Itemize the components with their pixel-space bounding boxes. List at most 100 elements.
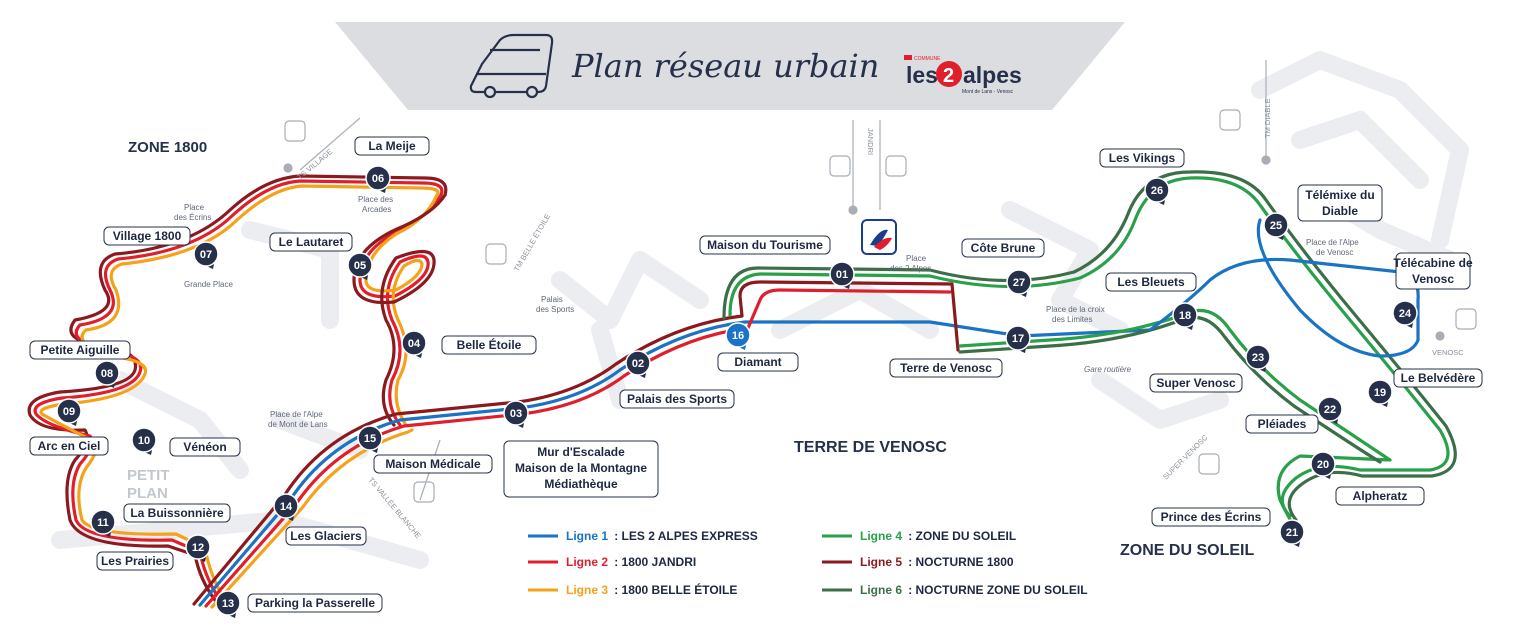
stop-label-box (1149, 373, 1243, 393)
stop-marker[interactable] (131, 427, 157, 453)
stop-marker[interactable] (725, 322, 751, 348)
stop-marker[interactable] (1367, 379, 1393, 405)
les2alpes-logo: COMMUNE les 2 alpes Mont de Lans - Venos… (904, 55, 1022, 95)
place-label: Place de l'Alpe (270, 410, 323, 419)
legend-route-name: : LES 2 ALPES EXPRESS (614, 529, 758, 543)
title-banner: Plan réseau urbain COMMUNE les 2 alpes M… (335, 22, 1125, 110)
legend-line-name: Ligne 3 (566, 583, 608, 597)
place-label: de Mont de Lans (268, 420, 328, 429)
gondola-icon (1198, 453, 1220, 475)
legend-line-name: Ligne 2 (566, 555, 608, 569)
bus-icon (469, 33, 554, 99)
stop-marker[interactable] (94, 360, 120, 386)
stop-marker[interactable] (503, 400, 529, 426)
stop-name: Les Vikings (1109, 151, 1176, 165)
stop-name: Village 1800 (113, 229, 182, 243)
stop-name: La Meije (368, 139, 416, 153)
stop-number: 24 (1399, 308, 1412, 320)
stop-number: 11 (97, 517, 109, 529)
stop-number: 23 (1252, 352, 1264, 364)
stop-label-box (354, 136, 430, 156)
stop-label-box (699, 235, 831, 255)
stop-label-box (1105, 272, 1197, 292)
stop-marker[interactable] (1279, 519, 1305, 545)
background-streets (51, 51, 1469, 569)
place-label: Place de l'Alpe (1306, 238, 1359, 247)
stop-label-box (373, 454, 493, 474)
stop-name: Médiathèque (544, 477, 618, 491)
stop-marker[interactable] (625, 350, 651, 376)
stop-number: 15 (364, 433, 376, 445)
banner-title: Plan réseau urbain (571, 47, 879, 85)
place-label: Gare routière (1084, 365, 1132, 374)
stop-marker[interactable] (365, 165, 391, 191)
stop-marker[interactable] (829, 261, 855, 287)
stop-marker[interactable] (1317, 396, 1343, 422)
route-line-3-zig (364, 193, 439, 427)
stop-label-box (269, 232, 353, 252)
route-lines (27, 170, 1457, 609)
place-label: des 2 Alpes (890, 264, 931, 273)
stop-name: Palais des Sports (627, 392, 727, 406)
stop-name: Arc en Ciel (38, 439, 101, 453)
stop-marker[interactable] (347, 252, 373, 278)
stop-marker[interactable] (1245, 344, 1271, 370)
chairlift-icon (413, 481, 435, 503)
stop-marker[interactable] (357, 425, 383, 451)
place-label: Place de la croix (1046, 305, 1105, 314)
stop-number: 25 (1270, 220, 1282, 232)
stop-marker[interactable] (1144, 177, 1170, 203)
stop-marker[interactable] (215, 590, 241, 616)
stop-marker[interactable] (56, 398, 82, 424)
chairlift-icon (284, 120, 306, 142)
zone-title-terre-de-venosc: TERRE DE VENOSC (794, 439, 947, 456)
route-line-1-trunk (198, 320, 1152, 607)
tourist-office-logo (861, 219, 897, 255)
logo-2: 2 (943, 65, 954, 87)
stop-name: Terre de Venosc (900, 361, 992, 375)
stop-number: 05 (354, 260, 366, 272)
place-label: des Écrins (174, 213, 211, 222)
stop-name: Super Venosc (1156, 376, 1236, 390)
stop-number: 18 (1179, 310, 1191, 322)
lift-label-tm-diable: TM DIABLE (1263, 98, 1272, 138)
stop-name: Mur d'Escalade (537, 445, 625, 459)
zone-title-petit-plan: PETIT (127, 467, 170, 484)
stop-marker[interactable] (193, 241, 219, 267)
lift-label-jandri: JANDRI (866, 128, 875, 155)
place-label: Grande Place (184, 280, 233, 289)
place-label: des Limites (1052, 315, 1092, 324)
stop-name: Maison Médicale (385, 457, 481, 471)
stop-label-box (123, 503, 231, 523)
stop-marker[interactable] (273, 493, 299, 519)
stop-marker[interactable] (1172, 302, 1198, 328)
chairlift-icon (485, 243, 507, 265)
place-label: Palais (541, 295, 563, 304)
stop-marker[interactable] (1005, 325, 1031, 351)
place-label: Place (906, 254, 927, 263)
stop-marker[interactable] (1263, 212, 1289, 238)
stop-name: Les Glaciers (290, 529, 362, 543)
stop-name: La Buissonnière (130, 506, 224, 520)
lift-icons (283, 60, 1477, 503)
stop-marker[interactable] (401, 330, 427, 356)
stop-label-box (717, 352, 799, 372)
stop-marker[interactable] (90, 509, 116, 535)
stop-name: Le Lautaret (279, 235, 344, 249)
zone-title-1800: ZONE 1800 (128, 139, 207, 156)
stop-label-box (1099, 148, 1185, 168)
stop-marker[interactable] (185, 534, 211, 560)
stop-number: 08 (101, 368, 113, 380)
stop-marker[interactable] (1310, 451, 1336, 477)
stop-marker[interactable] (1006, 269, 1032, 295)
stop-label-box (29, 340, 131, 360)
stop-name: Maison du Tourisme (707, 238, 823, 252)
stop-marker[interactable] (1392, 300, 1418, 326)
gondola-icon (829, 155, 851, 177)
route-line-4 (728, 176, 1450, 518)
stop-number: 02 (632, 358, 644, 370)
route-line-3 (39, 184, 440, 602)
stop-number: 07 (200, 249, 212, 261)
